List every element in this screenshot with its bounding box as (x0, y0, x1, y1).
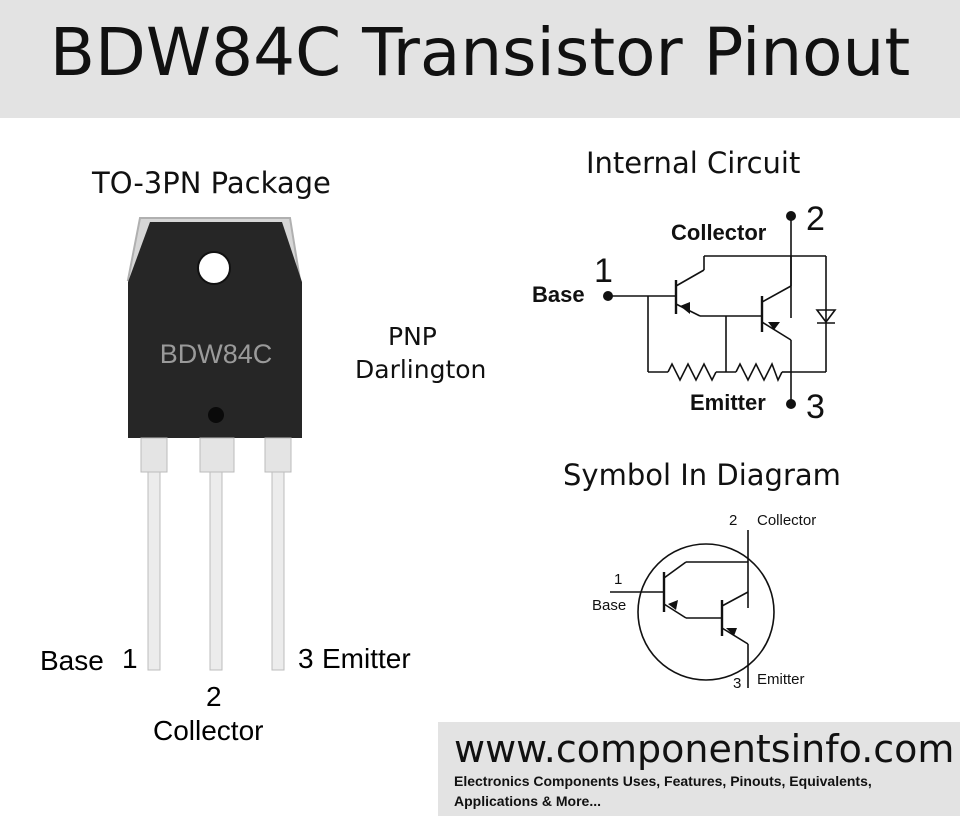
type-pnp: PNP (388, 322, 437, 351)
pin-label-collector: Collector (153, 715, 263, 746)
symbol-q2-arrow (726, 628, 737, 636)
symbol-q1-arrow (668, 600, 678, 610)
ic-base-number: 1 (594, 252, 613, 290)
ic-emitter-label: Emitter (690, 390, 766, 415)
footer-tagline-2: Applications & More... (454, 793, 602, 809)
ic-collector-label: Collector (671, 220, 767, 245)
lead-collector (209, 471, 223, 671)
sym-base-number: 1 (614, 571, 622, 588)
pin-label-base: Base (40, 645, 104, 676)
lead-shoulder-emitter (264, 437, 292, 473)
lead-shoulder-base (140, 437, 168, 473)
transistor-package: BDW84C (126, 217, 302, 671)
lead-emitter (271, 471, 285, 671)
page-title: BDW84C Transistor Pinout (49, 14, 911, 91)
diode-symbol (815, 309, 837, 324)
pin-number-3: 3 (298, 643, 314, 674)
ic-base-label: Base (532, 282, 585, 307)
ic-collector-number: 2 (806, 200, 825, 238)
package-body (128, 222, 302, 438)
package-marking: BDW84C (160, 339, 273, 369)
collector-terminal-dot (786, 211, 796, 221)
ic-emitter-number: 3 (806, 388, 825, 426)
header-band (0, 0, 960, 118)
schematic-symbol (610, 530, 775, 688)
mounting-hole (197, 251, 231, 285)
sym-emitter-number: 3 (733, 675, 741, 692)
lead-base (147, 471, 161, 671)
lead-shoulder-collector (199, 437, 235, 473)
internal-circuit (608, 216, 827, 404)
footer-tagline-1: Electronics Components Uses, Features, P… (454, 773, 872, 789)
sym-base-label: Base (592, 597, 626, 614)
emitter-terminal-dot (786, 399, 796, 409)
footer-band (438, 722, 960, 816)
site-url[interactable]: www.componentsinfo.com (454, 727, 955, 771)
ejector-mark (208, 407, 224, 423)
pin-label-emitter: Emitter (322, 643, 411, 674)
q2-emitter-arrow (768, 322, 780, 330)
type-darlington: Darlington (355, 355, 487, 384)
package-title: TO-3PN Package (92, 166, 331, 200)
symbol-title: Symbol In Diagram (563, 458, 841, 492)
sym-collector-number: 2 (729, 512, 737, 529)
sym-collector-label: Collector (757, 512, 816, 529)
base-terminal-dot (603, 291, 613, 301)
q1-emitter-arrow (680, 302, 690, 314)
internal-circuit-title: Internal Circuit (586, 146, 801, 180)
pin-number-2: 2 (206, 681, 222, 712)
pin-number-1: 1 (122, 643, 138, 674)
sym-emitter-label: Emitter (757, 671, 805, 688)
